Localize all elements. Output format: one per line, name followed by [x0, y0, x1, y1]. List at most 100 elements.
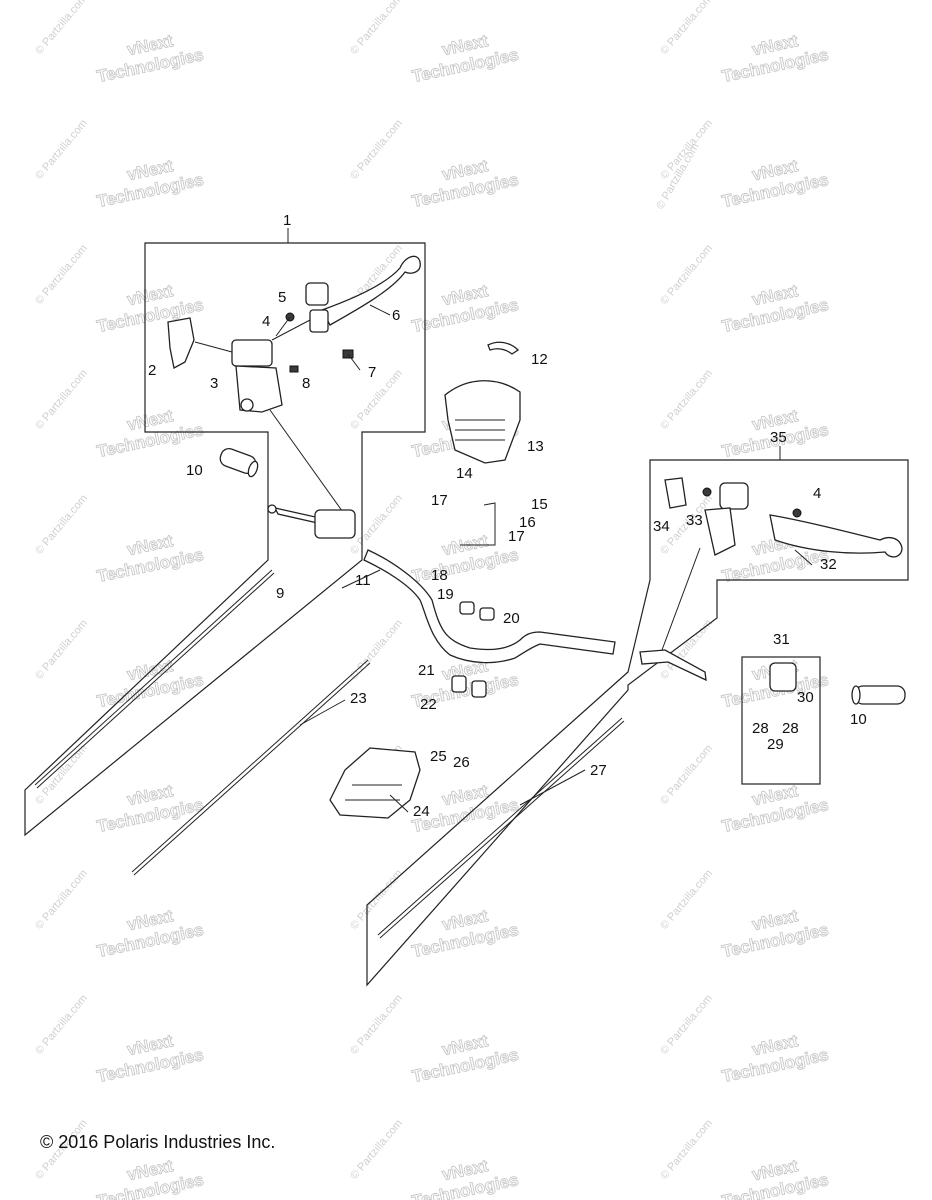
callout-17b: 17 [508, 528, 525, 545]
watermark-site: © Partzilla.com [348, 492, 405, 556]
callout-28a: 28 [752, 720, 769, 737]
callout-34: 34 [653, 518, 670, 535]
watermark-site: © Partzilla.com [348, 867, 405, 931]
callout-10-right: 10 [850, 711, 867, 728]
cover-13 [444, 380, 521, 464]
callout-15: 15 [531, 496, 548, 513]
callout-17a: 17 [431, 492, 448, 509]
callout-30: 30 [797, 689, 814, 706]
watermark-site: © Partzilla.com [658, 992, 715, 1056]
callout-8: 8 [302, 375, 310, 392]
callout-35: 35 [770, 429, 787, 446]
callout-25: 25 [430, 748, 447, 765]
watermark-site: © Partzilla.com [33, 492, 90, 556]
watermark-site: © Partzilla.com [348, 1117, 405, 1181]
clamps-21 [451, 675, 487, 698]
callout-16: 16 [519, 514, 536, 531]
watermark-site: © Partzilla.com [33, 867, 90, 931]
callout-5: 5 [278, 289, 286, 306]
callout-19: 19 [437, 586, 454, 603]
copyright-footer: © 2016 Polaris Industries Inc. [40, 1132, 276, 1152]
callout-18: 18 [431, 567, 448, 584]
left-grip [219, 447, 259, 478]
callout-6: 6 [392, 307, 400, 324]
callout-9: 9 [276, 585, 284, 602]
watermark-site: © Partzilla.com [33, 617, 90, 681]
assembly-1-frame [24, 242, 426, 837]
left-brake-assembly [167, 255, 421, 516]
callout-1: 1 [283, 212, 291, 229]
callout-28b: 28 [782, 720, 799, 737]
right-grip [851, 685, 906, 705]
callout-27: 27 [590, 762, 607, 779]
bracket-16 [460, 502, 496, 546]
callout-10-left: 10 [186, 462, 203, 479]
callout-3: 3 [210, 375, 218, 392]
callout-22: 22 [420, 696, 437, 713]
callout-12: 12 [531, 351, 548, 368]
watermark-site: © Partzilla.com [348, 117, 405, 181]
right-cable-lever [639, 649, 707, 682]
callout-26: 26 [453, 754, 470, 771]
watermark-site: © Partzilla.com [348, 617, 405, 681]
watermark-site: © Partzilla.com [658, 242, 715, 306]
watermark-site: © Partzilla.com [33, 242, 90, 306]
cover-13-grille [455, 419, 505, 441]
callout-31: 31 [773, 631, 790, 648]
cover-24 [329, 747, 421, 819]
watermark-site: © Partzilla.com [33, 367, 90, 431]
left-cable-lever [267, 504, 356, 539]
leader-lines [275, 228, 813, 813]
cable-27 [377, 717, 625, 939]
callout-labels: 1 2 3 4 5 6 7 8 9 10 11 12 13 14 15 16 1… [148, 212, 867, 820]
watermark-site: © Partzilla.com [348, 992, 405, 1056]
watermark-site: © Partzilla.com [658, 617, 715, 681]
cover-24-detail [345, 784, 402, 801]
clamps-18-20 [459, 601, 495, 621]
right-brake-assembly [661, 477, 903, 651]
callout-24: 24 [413, 803, 430, 820]
callout-13: 13 [527, 438, 544, 455]
callout-33: 33 [686, 512, 703, 529]
callout-23: 23 [350, 690, 367, 707]
cable-23 [131, 659, 371, 876]
watermark-site: © Partzilla.com [33, 992, 90, 1056]
watermark-site: © Partzilla.com [658, 1117, 715, 1181]
callout-2: 2 [148, 362, 156, 379]
callout-7: 7 [368, 364, 376, 381]
watermark-site: © Partzilla.com [658, 742, 715, 806]
watermark-site: © Partzilla.com [658, 367, 715, 431]
callout-4-right: 4 [813, 485, 821, 502]
watermark-site: © Partzilla.com [348, 0, 405, 57]
assembly-35-frame [366, 459, 909, 987]
handlebar-11 [363, 549, 616, 664]
watermark-site: © Partzilla.com [33, 117, 90, 181]
callout-21: 21 [418, 662, 435, 679]
watermark-site: © Partzilla.com [348, 367, 405, 431]
callout-20: 20 [503, 610, 520, 627]
switch-group-frame [741, 656, 821, 785]
watermark-site: © Partzilla.com [658, 0, 715, 57]
cable-9 [34, 569, 275, 789]
